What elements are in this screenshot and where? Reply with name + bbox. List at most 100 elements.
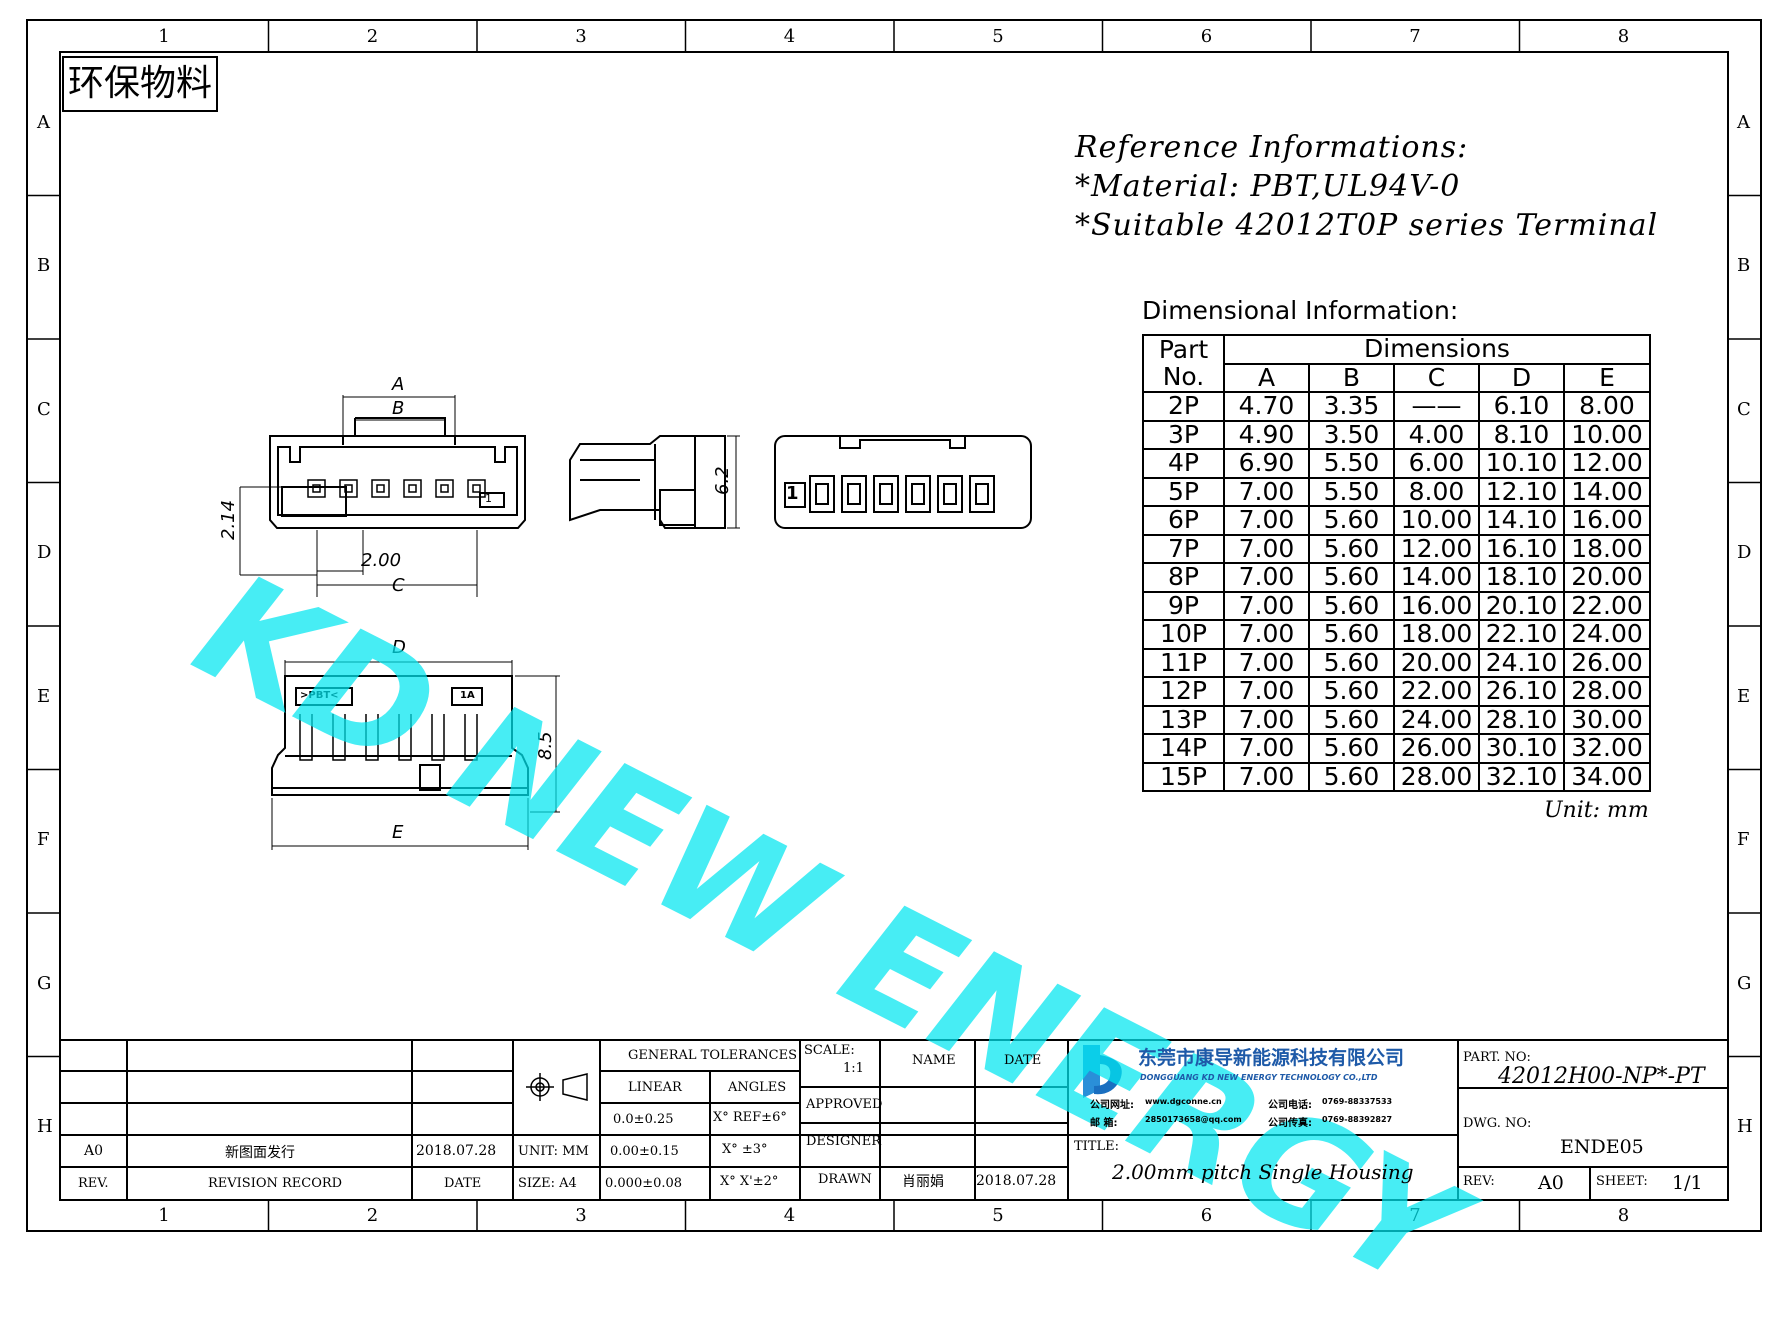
- unit-note: Unit: mm: [1544, 798, 1649, 823]
- fax-value: 0769-88392827: [1322, 1115, 1393, 1124]
- zone-row-label: F: [37, 829, 50, 851]
- dim-value-cell: 22.10: [1478, 619, 1565, 650]
- dim-value-cell: 18.00: [1393, 619, 1480, 650]
- mail-value: 2850173658@qq.com: [1145, 1115, 1242, 1124]
- tol-lin2: 0.00±0.15: [610, 1144, 679, 1159]
- dim-value-cell: 5.60: [1308, 733, 1395, 764]
- tol-lin3: 0.000±0.08: [605, 1176, 683, 1191]
- part-no-cell: 12P: [1142, 676, 1225, 707]
- dim-value-cell: 12.00: [1563, 448, 1651, 479]
- part-no-cell: 9P: [1142, 590, 1225, 621]
- title-block-frame: [60, 1039, 1728, 1200]
- dim-value-cell: 5.60: [1308, 590, 1395, 621]
- zone-row-label: G: [37, 972, 52, 994]
- zone-column-label: 5: [992, 26, 1004, 47]
- reference-title: Reference Informations:: [1075, 130, 1469, 165]
- dim-col-header: A: [1223, 362, 1310, 393]
- dim-value-cell: 5.60: [1308, 676, 1395, 707]
- dim-value-cell: 4.00: [1393, 419, 1480, 450]
- dim-value-cell: 5.60: [1308, 533, 1395, 564]
- dim-value-cell: 8.00: [1393, 476, 1480, 507]
- part-no-label: PART. NO:: [1463, 1050, 1531, 1065]
- tel-value: 0769-88337533: [1322, 1097, 1393, 1106]
- tol-linear: LINEAR: [628, 1080, 682, 1095]
- drawing-title: 2.00mm pitch Single Housing: [1112, 1160, 1414, 1184]
- dim-value-cell: 18.10: [1478, 562, 1565, 593]
- dim-value-cell: 32.10: [1478, 761, 1565, 792]
- part-no-cell: 14P: [1142, 733, 1225, 764]
- dim-value-cell: 14.10: [1478, 505, 1565, 536]
- dim-label-h2: 6.2: [712, 466, 733, 495]
- part-no-cell: 5P: [1142, 476, 1225, 507]
- part-no-cell: 7P: [1142, 533, 1225, 564]
- dim-value-cell: 6.10: [1478, 391, 1565, 422]
- zone-row-label: C: [1737, 398, 1751, 420]
- dim-value-cell: 26.00: [1393, 733, 1480, 764]
- bottom-view: [271, 675, 529, 796]
- dim-value-cell: 22.00: [1393, 676, 1480, 707]
- dim-value-cell: 34.00: [1563, 761, 1651, 792]
- dim-value-cell: 10.10: [1478, 448, 1565, 479]
- dim-value-cell: 18.00: [1563, 533, 1651, 564]
- company-name-cn: 东莞市康导新能源科技有限公司: [1138, 1047, 1405, 1069]
- zone-row-label: D: [37, 542, 52, 564]
- part-no-cell: 3P: [1142, 419, 1225, 450]
- dim-value-cell: 3.35: [1308, 391, 1395, 422]
- dim-value-cell: 22.00: [1563, 590, 1651, 621]
- dim-value-cell: 20.00: [1563, 562, 1651, 593]
- dim-value-cell: 7.00: [1223, 533, 1310, 564]
- tag-mark: 1A: [460, 690, 475, 701]
- dim-value-cell: 16.00: [1563, 505, 1651, 536]
- dim-value-cell: 30.00: [1563, 704, 1651, 735]
- front-pin-mark: 1: [485, 492, 492, 505]
- zone-column-label: 3: [575, 1205, 587, 1226]
- dim-value-cell: 26.10: [1478, 676, 1565, 707]
- dim-value-cell: 24.00: [1393, 704, 1480, 735]
- dim-label-e: E: [392, 822, 404, 843]
- dwg-no-label: DWG. NO:: [1463, 1116, 1532, 1131]
- zone-column-label: 6: [1200, 1205, 1213, 1226]
- approved-label: APPROVED: [806, 1097, 883, 1112]
- zone-column-label: 7: [1409, 26, 1421, 47]
- zone-row-label: B: [1737, 255, 1751, 277]
- dim-value-cell: 30.10: [1478, 733, 1565, 764]
- dim-value-cell: 16.10: [1478, 533, 1565, 564]
- pbt-mark: >PBT<: [300, 690, 339, 701]
- sheet-label: SHEET:: [1596, 1174, 1648, 1189]
- tol-header: GENERAL TOLERANCES: [628, 1048, 798, 1063]
- dim-value-cell: 7.00: [1223, 590, 1310, 621]
- dim-value-cell: 28.00: [1393, 761, 1480, 792]
- designer-label: DESIGNER: [806, 1134, 881, 1149]
- top-view: [774, 435, 1032, 529]
- dim-value-cell: 7.00: [1223, 704, 1310, 735]
- zone-column-label: 3: [575, 26, 587, 47]
- tel-label: 公司电话:: [1268, 1100, 1312, 1111]
- dim-col-header: B: [1308, 362, 1395, 393]
- dim-value-cell: 28.10: [1478, 704, 1565, 735]
- dim-label-c: C: [392, 575, 405, 596]
- dim-label-d: D: [392, 637, 406, 658]
- zone-column-label: 4: [783, 1205, 796, 1226]
- unit-label: UNIT: MM: [518, 1144, 589, 1159]
- dim-value-cell: 10.00: [1393, 505, 1480, 536]
- dim-value-cell: 12.00: [1393, 533, 1480, 564]
- dim-value-cell: 5.50: [1308, 476, 1395, 507]
- site-value: www.dgconne.cn: [1145, 1097, 1222, 1106]
- dim-value-cell: 7.00: [1223, 562, 1310, 593]
- dim-label-h1: 2.14: [218, 499, 239, 540]
- dim-value-cell: 3.50: [1308, 419, 1395, 450]
- part-no-cell: 15P: [1142, 761, 1225, 792]
- zone-row-label: H: [1737, 1116, 1753, 1138]
- part-header-2: No.: [1142, 363, 1225, 393]
- zone-row-label: F: [1737, 829, 1750, 851]
- zone-column-label: 2: [366, 1205, 379, 1226]
